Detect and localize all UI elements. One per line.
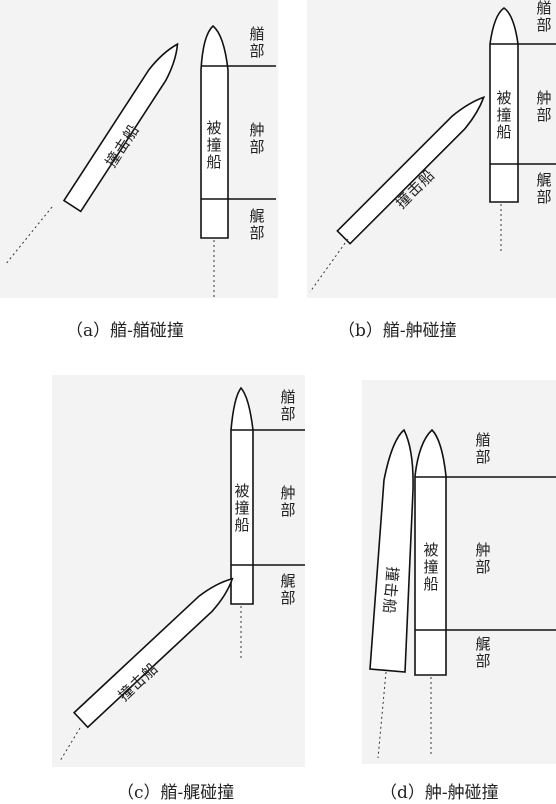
panel-c: 艏部 舯部 艉部 被撞船 撞击船 [52, 375, 305, 767]
struck-ship-label: 被撞船 [496, 89, 512, 141]
caption-d: （d）舯-舯碰撞 [380, 783, 499, 803]
zone-label-stern: 艉部 [536, 171, 552, 206]
struck-ship-label: 被撞船 [206, 119, 222, 171]
zone-label-mid: 舯部 [249, 121, 265, 156]
panel-b-diagram [309, 7, 556, 293]
struck-ship-label: 被撞船 [234, 482, 250, 534]
struck-ship-hull [200, 24, 229, 239]
zone-label-stern: 艉部 [249, 207, 265, 242]
striking-ship-hull [72, 577, 234, 729]
panel-b: 艏部 舯部 艉部 被撞船 撞击船 [307, 0, 556, 298]
striking-ship-hull [369, 428, 414, 673]
panel-a: 艏部 舯部 艉部 被撞船 撞击船 [0, 0, 278, 298]
panel-d-diagram [369, 428, 556, 759]
zone-label-mid: 舯部 [475, 541, 491, 576]
struck-ship-hull [414, 428, 447, 676]
striking-ship-wake [4, 206, 53, 266]
striking-ship-hull [336, 95, 486, 245]
panel-d: 艏部 舯部 艉部 被撞船 撞击船 [362, 380, 556, 764]
striking-ship-wake [309, 238, 349, 293]
caption-b: （b）艏-舯碰撞 [338, 321, 457, 341]
zone-label-bow: 艏部 [475, 431, 491, 466]
zone-label-mid: 舯部 [536, 89, 552, 124]
panel-c-diagram [59, 386, 305, 762]
zone-label-stern: 艉部 [475, 635, 491, 670]
caption-a: （a）艏-艏碰撞 [66, 321, 184, 341]
striking-ship-hull [62, 42, 179, 213]
zone-label-mid: 舯部 [280, 484, 296, 519]
striking-ship-label: 撞击船 [379, 565, 402, 616]
panel-a-diagram [4, 24, 276, 298]
struck-ship-hull [230, 386, 254, 605]
struck-ship-hull [489, 7, 519, 203]
zone-label-bow: 艏部 [249, 25, 265, 60]
zone-label-bow: 艏部 [536, 0, 552, 34]
zone-label-stern: 艉部 [280, 572, 296, 607]
caption-c: （c）艏-艉碰撞 [117, 783, 235, 803]
struck-ship-label: 被撞船 [423, 541, 439, 593]
striking-ship-wake [59, 727, 81, 762]
striking-ship-wake [377, 671, 387, 759]
zone-label-bow: 艏部 [280, 388, 296, 423]
